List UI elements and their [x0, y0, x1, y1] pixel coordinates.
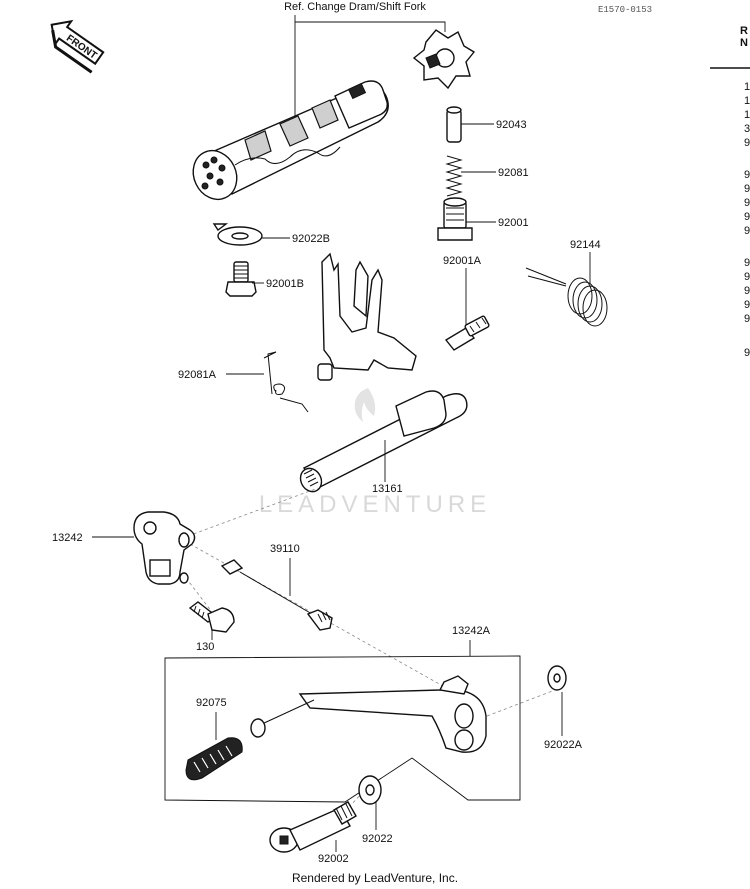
label-39110: 39110 — [270, 543, 300, 555]
washer-92022B: 92022B — [212, 223, 330, 246]
label-130: 130 — [196, 641, 214, 653]
label-92081A: 92081A — [178, 369, 217, 381]
footpeg-rubber-92075: 92075 — [185, 697, 243, 781]
label-92001A: 92001A — [443, 255, 482, 267]
spring-92144: 92144 — [525, 239, 608, 327]
label-13242A: 13242A — [452, 625, 491, 637]
label-92002: 92002 — [318, 853, 349, 865]
side-number: 9 — [744, 285, 750, 297]
label-92144: 92144 — [570, 239, 601, 251]
side-number: 9 — [744, 313, 750, 325]
label-92022B: 92022B — [292, 233, 330, 245]
side-number: 9 — [744, 257, 750, 269]
side-number: 9 — [744, 183, 750, 195]
bolt-92002: 92002 — [269, 801, 357, 865]
pin-92043: 92043 — [446, 106, 527, 143]
pedal-lever-13242A — [250, 675, 487, 753]
footer-credit: Rendered by LeadVenture, Inc. — [292, 871, 458, 885]
pin-92001A: 92001A — [443, 255, 490, 351]
label-13242: 13242 — [52, 532, 83, 544]
side-number: 9 — [744, 137, 750, 149]
side-header-1: R — [740, 25, 748, 37]
washer-92022: 92022 — [358, 775, 393, 845]
tie-rod-39110: 39110 — [220, 543, 333, 631]
side-number: 1 — [744, 81, 750, 93]
shift-lever-13242: 13242 — [52, 511, 196, 585]
washer-92022A: 92022A — [544, 665, 583, 751]
side-number: 9 — [744, 347, 750, 359]
side-number: 3 — [744, 123, 750, 135]
label-92075: 92075 — [196, 697, 227, 709]
bolt-92001B: 92001B — [225, 261, 304, 297]
side-number: 9 — [744, 299, 750, 311]
side-table: R N 1 1 1 3 9 9 9 9 9 9 9 9 9 9 9 9 — [710, 25, 750, 359]
side-number: 9 — [744, 197, 750, 209]
image-code: E1570-0153 — [598, 5, 652, 15]
side-header-2: N — [740, 37, 748, 49]
label-92022: 92022 — [362, 833, 393, 845]
ref-change-drum-label: Ref. Change Dram/Shift Fork — [284, 1, 426, 13]
label-13161: 13161 — [372, 483, 403, 495]
bolt-92001: 92001 — [437, 197, 529, 241]
spring-92081: 92081 — [445, 155, 529, 197]
shift-shaft-13161: 13161 — [299, 252, 468, 495]
spring-92081A: 92081A — [178, 351, 309, 413]
shift-drum-cam-plate — [412, 29, 476, 90]
label-92043: 92043 — [496, 119, 527, 131]
side-number: 1 — [744, 95, 750, 107]
front-arrow-icon: FRONT — [50, 19, 105, 74]
label-92001: 92001 — [498, 217, 529, 229]
side-number: 9 — [744, 169, 750, 181]
side-number: 9 — [744, 225, 750, 237]
side-number: 9 — [744, 271, 750, 283]
label-92022A: 92022A — [544, 739, 583, 751]
watermark-text: LEADVENTURE — [259, 491, 491, 518]
side-number: 9 — [744, 211, 750, 223]
side-number: 1 — [744, 109, 750, 121]
label-92001B: 92001B — [266, 278, 304, 290]
label-92081: 92081 — [498, 167, 529, 179]
bolt-130: 130 — [188, 601, 235, 653]
shift-drum — [192, 80, 389, 201]
